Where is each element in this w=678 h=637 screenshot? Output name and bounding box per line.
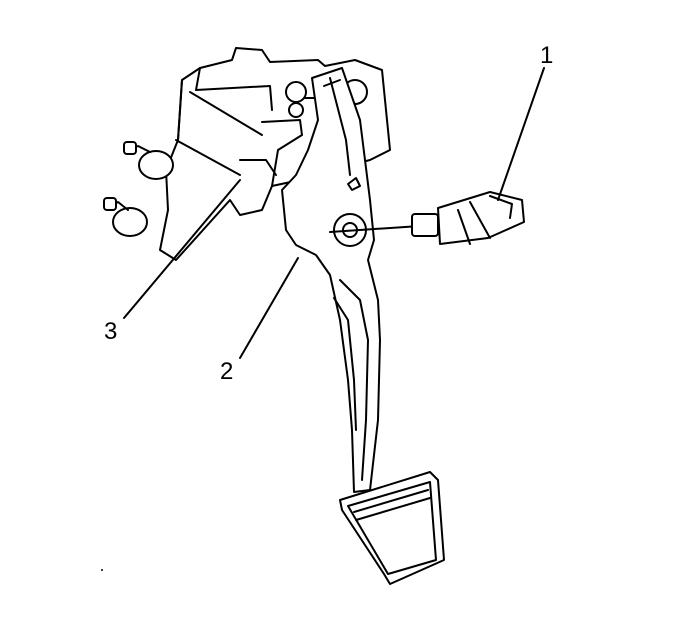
callout-3-label: 3 xyxy=(104,318,118,345)
callout-2-label: 2 xyxy=(220,358,234,385)
brake-switch xyxy=(329,191,525,245)
pedal-pad xyxy=(339,471,445,585)
callout-leaders xyxy=(123,67,545,359)
callout-1-label: 1 xyxy=(540,42,554,69)
